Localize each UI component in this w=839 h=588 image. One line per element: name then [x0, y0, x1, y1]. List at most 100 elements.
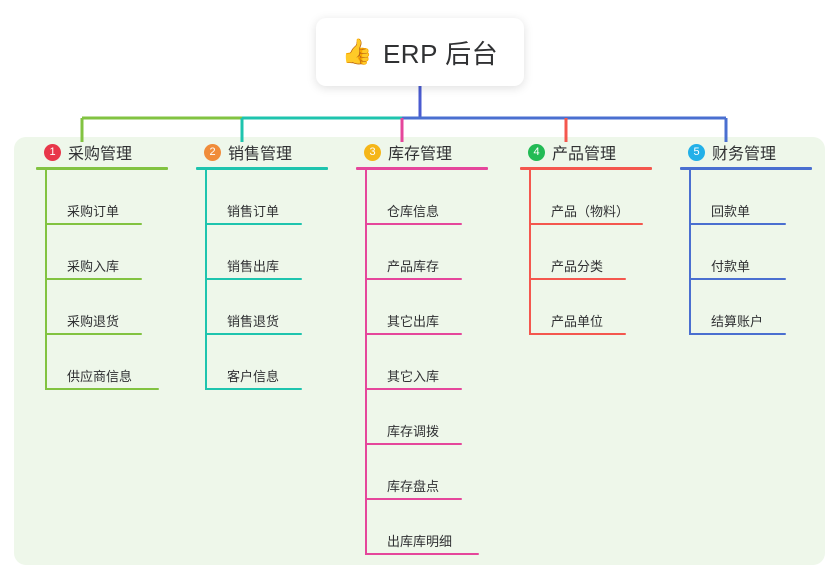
- branch-item-label: 采购退货: [67, 314, 120, 329]
- branch-spine: [529, 170, 531, 335]
- branch-item-label: 产品单位: [551, 314, 604, 329]
- branch-item[interactable]: 回款单: [689, 170, 839, 225]
- branch-underline: [680, 167, 812, 170]
- branch-item[interactable]: 客户信息: [205, 335, 356, 390]
- branch-underline: [520, 167, 652, 170]
- branch-item[interactable]: 其它入库: [365, 335, 516, 390]
- branch-column-4: 4 产品管理产品（物料） 产品分类产品单位: [520, 137, 680, 335]
- branch-item-label: 采购订单: [67, 204, 120, 219]
- branch-item[interactable]: 产品分类: [529, 225, 680, 280]
- branch-title: 产品管理: [552, 146, 617, 163]
- branch-item[interactable]: 销售订单: [205, 170, 356, 225]
- branch-columns: 1 采购管理采购订单采购入库采购退货供应商信息 2 销售管理销售订单销售出库销售退货客…: [14, 137, 825, 565]
- branch-item-label: 客户信息: [227, 369, 280, 384]
- branch-item[interactable]: 销售退货: [205, 280, 356, 335]
- branch-header-2[interactable]: 2 销售管理: [196, 137, 356, 167]
- branch-item-label: 付款单: [711, 259, 751, 274]
- branch-item-label: 采购入库: [67, 259, 120, 274]
- branch-item-label: 其它出库: [387, 314, 440, 329]
- branch-item[interactable]: 采购订单: [45, 170, 196, 225]
- branch-spine: [205, 170, 207, 390]
- branch-number-badge: 4: [528, 143, 545, 161]
- branch-item[interactable]: 产品（物料）: [529, 170, 680, 225]
- thumbs-up-icon: 👍: [341, 37, 373, 66]
- branch-header-3[interactable]: 3 库存管理: [356, 137, 516, 167]
- branch-item-line: [205, 333, 302, 335]
- branch-item-label: 销售退货: [227, 314, 280, 329]
- branch-item-label: 产品（物料）: [551, 204, 630, 219]
- branch-item-label: 结算账户: [711, 314, 764, 329]
- branch-item-list: 回款单付款单结算账户: [680, 170, 839, 335]
- branch-item-line: [365, 553, 479, 555]
- branch-item-line: [205, 223, 302, 225]
- branch-item-line: [45, 278, 142, 280]
- branch-item[interactable]: 库存调拨: [365, 390, 516, 445]
- branch-item-line: [689, 278, 786, 280]
- branch-item-label: 产品分类: [551, 259, 604, 274]
- branch-item[interactable]: 库存盘点: [365, 445, 516, 500]
- root-node-title: ERP 后台: [382, 38, 499, 69]
- branch-underline: [196, 167, 328, 170]
- branch-item-label: 销售订单: [227, 204, 280, 219]
- branch-item-list: 采购订单采购入库采购退货供应商信息: [36, 170, 196, 390]
- branch-item-label: 仓库信息: [387, 204, 440, 219]
- branch-item-line: [45, 333, 142, 335]
- branch-item[interactable]: 采购入库: [45, 225, 196, 280]
- branch-item[interactable]: 销售出库: [205, 225, 356, 280]
- branch-item[interactable]: 出库库明细: [365, 500, 516, 555]
- branch-item-line: [365, 388, 462, 390]
- branch-item-line: [365, 278, 462, 280]
- branch-spine: [45, 170, 47, 390]
- branch-column-3: 3 库存管理仓库信息产品库存其它出库其它入库库存调拨库存盘点出库库明细: [356, 137, 516, 555]
- branch-item[interactable]: 采购退货: [45, 280, 196, 335]
- branch-item-label: 其它入库: [387, 369, 440, 384]
- branch-item-line: [45, 223, 142, 225]
- branch-item-label: 销售出库: [227, 259, 280, 274]
- branch-title: 采购管理: [68, 146, 133, 163]
- branch-header-4[interactable]: 4 产品管理: [520, 137, 680, 167]
- branch-column-2: 2 销售管理销售订单销售出库销售退货客户信息: [196, 137, 356, 390]
- branch-item-line: [365, 498, 462, 500]
- branch-spine: [689, 170, 691, 335]
- branch-item[interactable]: 产品库存: [365, 225, 516, 280]
- branch-item-list: 产品（物料） 产品分类产品单位: [520, 170, 680, 335]
- branch-number-badge: 2: [204, 143, 221, 161]
- branch-item-line: [529, 333, 626, 335]
- branch-item[interactable]: 产品单位: [529, 280, 680, 335]
- branch-item-line: [45, 388, 159, 390]
- branch-item[interactable]: 其它出库: [365, 280, 516, 335]
- branch-item-label: 库存调拨: [387, 424, 440, 439]
- branch-item[interactable]: 付款单: [689, 225, 839, 280]
- branch-item-label: 库存盘点: [387, 479, 440, 494]
- branch-item-line: [529, 223, 643, 225]
- branch-title: 财务管理: [712, 146, 777, 163]
- branch-title: 库存管理: [388, 146, 453, 163]
- branch-header-1[interactable]: 1 采购管理: [36, 137, 196, 167]
- branch-column-1: 1 采购管理采购订单采购入库采购退货供应商信息: [36, 137, 196, 390]
- branch-number-badge: 1: [44, 143, 61, 161]
- branch-item-list: 仓库信息产品库存其它出库其它入库库存调拨库存盘点出库库明细: [356, 170, 516, 555]
- branch-underline: [36, 167, 168, 170]
- root-node[interactable]: 👍 ERP 后台: [316, 18, 524, 86]
- branch-item-label: 产品库存: [387, 259, 440, 274]
- branch-item-label: 回款单: [711, 204, 751, 219]
- branch-item[interactable]: 仓库信息: [365, 170, 516, 225]
- branch-title: 销售管理: [228, 146, 293, 163]
- branch-item-list: 销售订单销售出库销售退货客户信息: [196, 170, 356, 390]
- branch-item[interactable]: 结算账户: [689, 280, 839, 335]
- branch-item-label: 供应商信息: [67, 369, 133, 384]
- branch-item-line: [365, 223, 462, 225]
- branch-item-line: [205, 388, 302, 390]
- branch-item-line: [365, 443, 462, 445]
- branch-item-line: [365, 333, 462, 335]
- branch-number-badge: 3: [364, 143, 381, 161]
- branch-item-label: 出库库明细: [387, 534, 453, 549]
- branch-underline: [356, 167, 488, 170]
- branch-item[interactable]: 供应商信息: [45, 335, 196, 390]
- branch-item-line: [689, 223, 786, 225]
- branch-item-line: [205, 278, 302, 280]
- branch-item-line: [689, 333, 786, 335]
